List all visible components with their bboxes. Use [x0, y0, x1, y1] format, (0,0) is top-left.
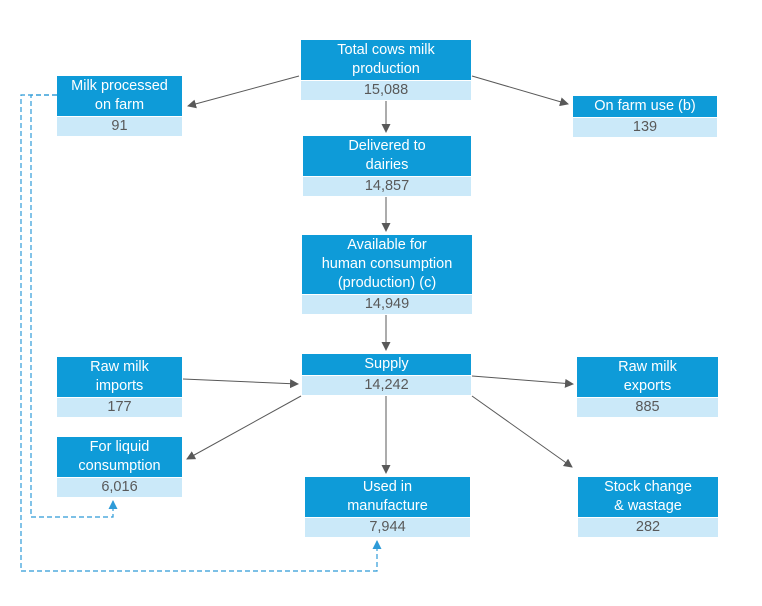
node-label: On farm use (b): [573, 96, 717, 117]
node-for-liquid-consumption: For liquid consumption 6,016: [57, 437, 182, 497]
node-value: 15,088: [301, 80, 471, 100]
arrow-imports-to-supply: [182, 378, 299, 389]
node-value: 14,949: [302, 294, 472, 314]
node-used-in-manufacture: Used in manufacture 7,944: [305, 477, 470, 537]
node-on-farm-use: On farm use (b) 139: [573, 96, 717, 137]
node-value: 14,857: [303, 176, 471, 196]
arrow-supply-to-for-liquid: [186, 395, 302, 460]
node-value: 7,944: [305, 517, 470, 537]
arrow-total-to-on-farm-use: [471, 75, 569, 107]
node-label: Supply: [302, 354, 471, 375]
node-label: Used in manufacture: [305, 477, 470, 517]
arrow-supply-to-stock-change: [471, 395, 573, 468]
node-value: 177: [57, 397, 182, 417]
node-label: Stock change & wastage: [578, 477, 718, 517]
node-milk-processed-on-farm: Milk processed on farm 91: [57, 76, 182, 136]
node-supply: Supply 14,242: [302, 354, 471, 395]
node-value: 282: [578, 517, 718, 537]
arrow-total-to-milk-processed: [187, 75, 300, 109]
node-value: 14,242: [302, 375, 471, 395]
node-label: Raw milk exports: [577, 357, 718, 397]
node-available-for-human-consumption: Available for human consumption (product…: [302, 235, 472, 314]
node-value: 91: [57, 116, 182, 136]
dashed-arrow-milk-processed-to-manufacture: [20, 94, 382, 572]
node-raw-milk-exports: Raw milk exports 885: [577, 357, 718, 417]
node-value: 6,016: [57, 477, 182, 497]
node-label: Delivered to dairies: [303, 136, 471, 176]
node-label: For liquid consumption: [57, 437, 182, 477]
node-label: Milk processed on farm: [57, 76, 182, 116]
node-label: Raw milk imports: [57, 357, 182, 397]
node-stock-change-wastage: Stock change & wastage 282: [578, 477, 718, 537]
node-label: Total cows milk production: [301, 40, 471, 80]
node-value: 885: [577, 397, 718, 417]
node-value: 139: [573, 117, 717, 137]
node-label: Available for human consumption (product…: [302, 235, 472, 294]
arrow-supply-to-exports: [471, 375, 574, 388]
node-delivered-to-dairies: Delivered to dairies 14,857: [303, 136, 471, 196]
node-total-cows-milk-production: Total cows milk production 15,088: [301, 40, 471, 100]
node-raw-milk-imports: Raw milk imports 177: [57, 357, 182, 417]
